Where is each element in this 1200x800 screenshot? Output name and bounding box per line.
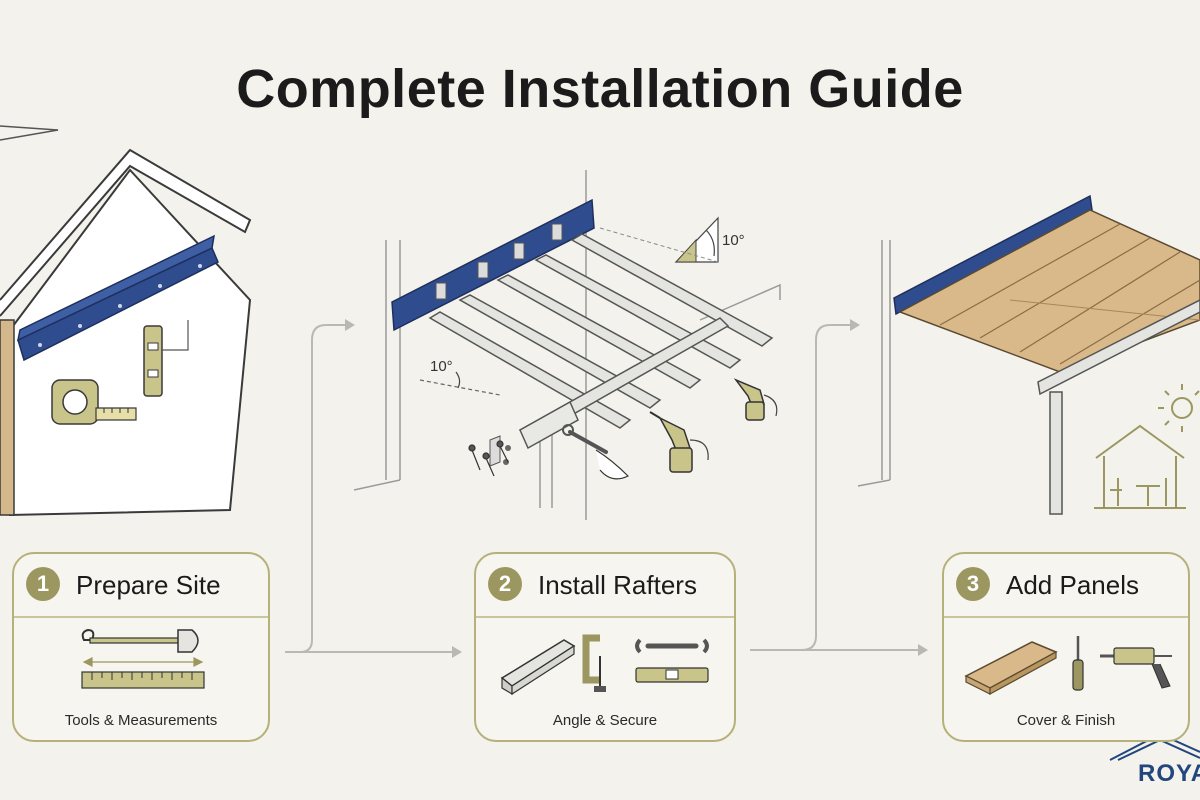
ledger-board xyxy=(893,194,1093,316)
step-card-prepare-site: 1 Prepare Site Tools & Measurements xyxy=(12,552,270,742)
step-number: 3 xyxy=(956,567,990,601)
caulk-gun-icon xyxy=(1100,647,1172,689)
step-card-install-rafters: 2 Install Rafters Angle & Secure xyxy=(474,552,736,742)
ledger-board xyxy=(16,234,219,362)
dimension-line xyxy=(82,657,204,667)
step-tools-graphic xyxy=(500,634,709,696)
brand-logo-text: ROYA xyxy=(1138,760,1200,787)
finished-roof-illustration xyxy=(857,240,891,487)
tape-measure-icon xyxy=(51,379,137,425)
step-title: Install Rafters xyxy=(538,570,697,600)
connector-arrow-1 xyxy=(285,319,462,658)
level-icon xyxy=(635,667,709,683)
connector-arrow-2 xyxy=(750,319,928,656)
spirit-level-icon xyxy=(143,320,189,397)
step-title: Prepare Site xyxy=(76,570,221,600)
step-tools-graphic xyxy=(81,628,205,689)
wrench-hand-icon xyxy=(562,424,630,480)
step-header: 1 Prepare Site xyxy=(14,554,268,618)
house-wall-illustration xyxy=(0,125,252,517)
step-number: 1 xyxy=(26,567,60,601)
angle-label-roof: 10° xyxy=(722,232,745,249)
angle-indicator-rafter xyxy=(419,371,501,396)
clamp-icon xyxy=(582,634,606,692)
step-subtitle: Angle & Secure xyxy=(552,712,658,729)
drill-icon xyxy=(649,411,709,473)
roof-panels xyxy=(898,209,1200,373)
wood-panel-icon xyxy=(964,641,1058,696)
step-subtitle: Tools & Measurements xyxy=(64,712,218,729)
angle-label-rafter: 10° xyxy=(430,358,453,375)
step-card-add-panels: 3 Add Panels Cover & Finish xyxy=(942,552,1190,742)
wrench-icon xyxy=(635,638,709,654)
step-header: 2 Install Rafters xyxy=(476,554,734,618)
page-title: Complete Installation Guide xyxy=(236,59,964,119)
step-subtitle: Cover & Finish xyxy=(1016,712,1116,729)
patio-house-icon xyxy=(1094,424,1186,509)
ledger-board xyxy=(391,198,595,332)
step-header: 3 Add Panels xyxy=(944,554,1188,618)
shovel-icon xyxy=(81,628,199,653)
angle-indicator-roof xyxy=(599,216,719,263)
screws-icon xyxy=(468,440,509,477)
step-title: Add Panels xyxy=(1006,570,1139,600)
step-tools-graphic xyxy=(964,636,1172,696)
sun-icon xyxy=(1158,384,1200,432)
post-bracket xyxy=(489,400,579,467)
ruler-icon xyxy=(81,671,205,689)
step-number: 2 xyxy=(488,567,522,601)
screwdriver-icon xyxy=(1072,636,1084,691)
lumber-icon xyxy=(500,639,576,696)
drill-icon-2 xyxy=(733,378,778,421)
support-beam xyxy=(1037,299,1200,515)
